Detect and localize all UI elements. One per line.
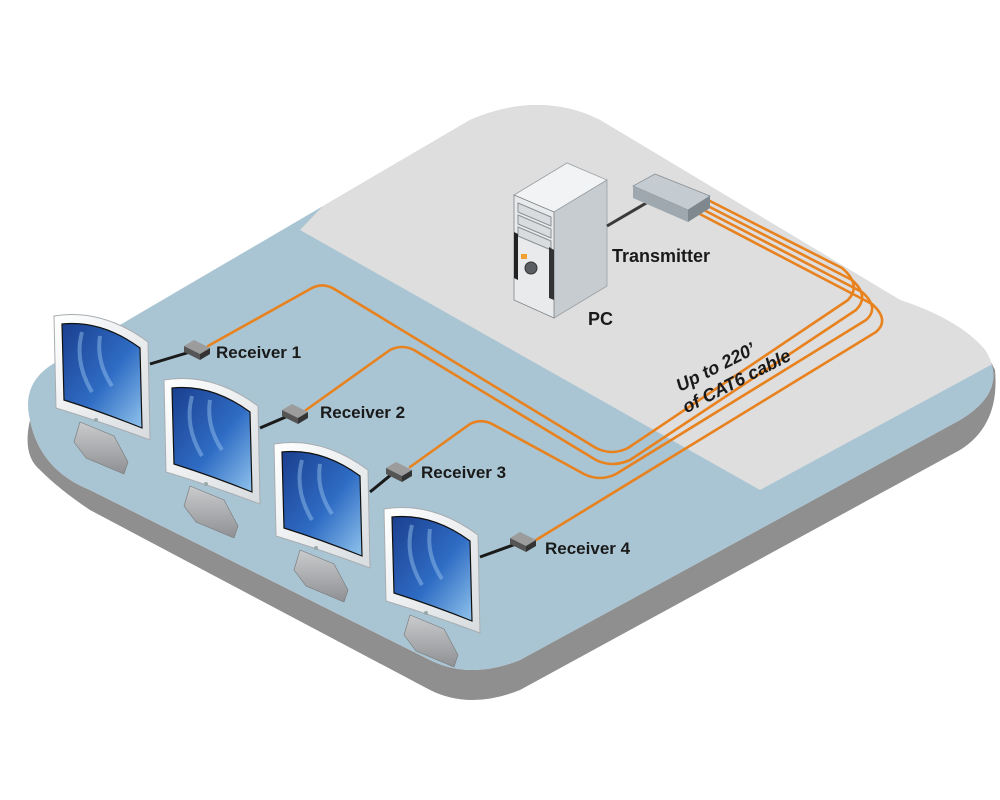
monitor-screen xyxy=(61,322,143,429)
monitor-stand xyxy=(403,614,459,668)
monitor-stand xyxy=(293,549,349,603)
transmitter-box-icon xyxy=(632,173,711,222)
monitor-stand xyxy=(183,485,239,539)
monitor-1-icon xyxy=(53,313,151,475)
short-cable-1 xyxy=(149,350,191,366)
monitor-2-icon xyxy=(163,377,261,539)
cable-receiver-1 xyxy=(206,198,856,454)
pc-transmitter-cable xyxy=(606,200,649,228)
pc-tower-icon xyxy=(513,162,608,319)
monitor-stand xyxy=(73,421,129,475)
short-cable-3 xyxy=(369,472,393,494)
short-cable-2 xyxy=(259,414,289,430)
receiver-4-label: Receiver 4 xyxy=(545,539,631,558)
receiver-3-box-icon xyxy=(386,462,412,482)
cable-receiver-3 xyxy=(408,206,874,480)
receiver-2-label: Receiver 2 xyxy=(320,403,405,422)
cable-receiver-2 xyxy=(304,202,864,466)
receiver-1-label: Receiver 1 xyxy=(216,343,301,362)
cat6-cables xyxy=(206,198,884,542)
transmitter-label: Transmitter xyxy=(612,246,710,266)
pc-label: PC xyxy=(588,309,613,329)
monitor-screen xyxy=(281,450,363,557)
receiver-1-box-icon xyxy=(184,340,210,360)
receiver-4-box-icon xyxy=(510,532,536,552)
monitor-3-icon xyxy=(273,441,371,603)
short-cable-4 xyxy=(479,542,517,559)
monitor-screen xyxy=(391,515,473,622)
monitor-screen xyxy=(171,386,253,493)
receiver-2-box-icon xyxy=(282,404,308,424)
monitor-4-icon xyxy=(383,506,481,668)
cable-receiver-4 xyxy=(534,210,884,542)
platform-edge xyxy=(27,350,996,700)
receiver-3-label: Receiver 3 xyxy=(421,463,506,482)
